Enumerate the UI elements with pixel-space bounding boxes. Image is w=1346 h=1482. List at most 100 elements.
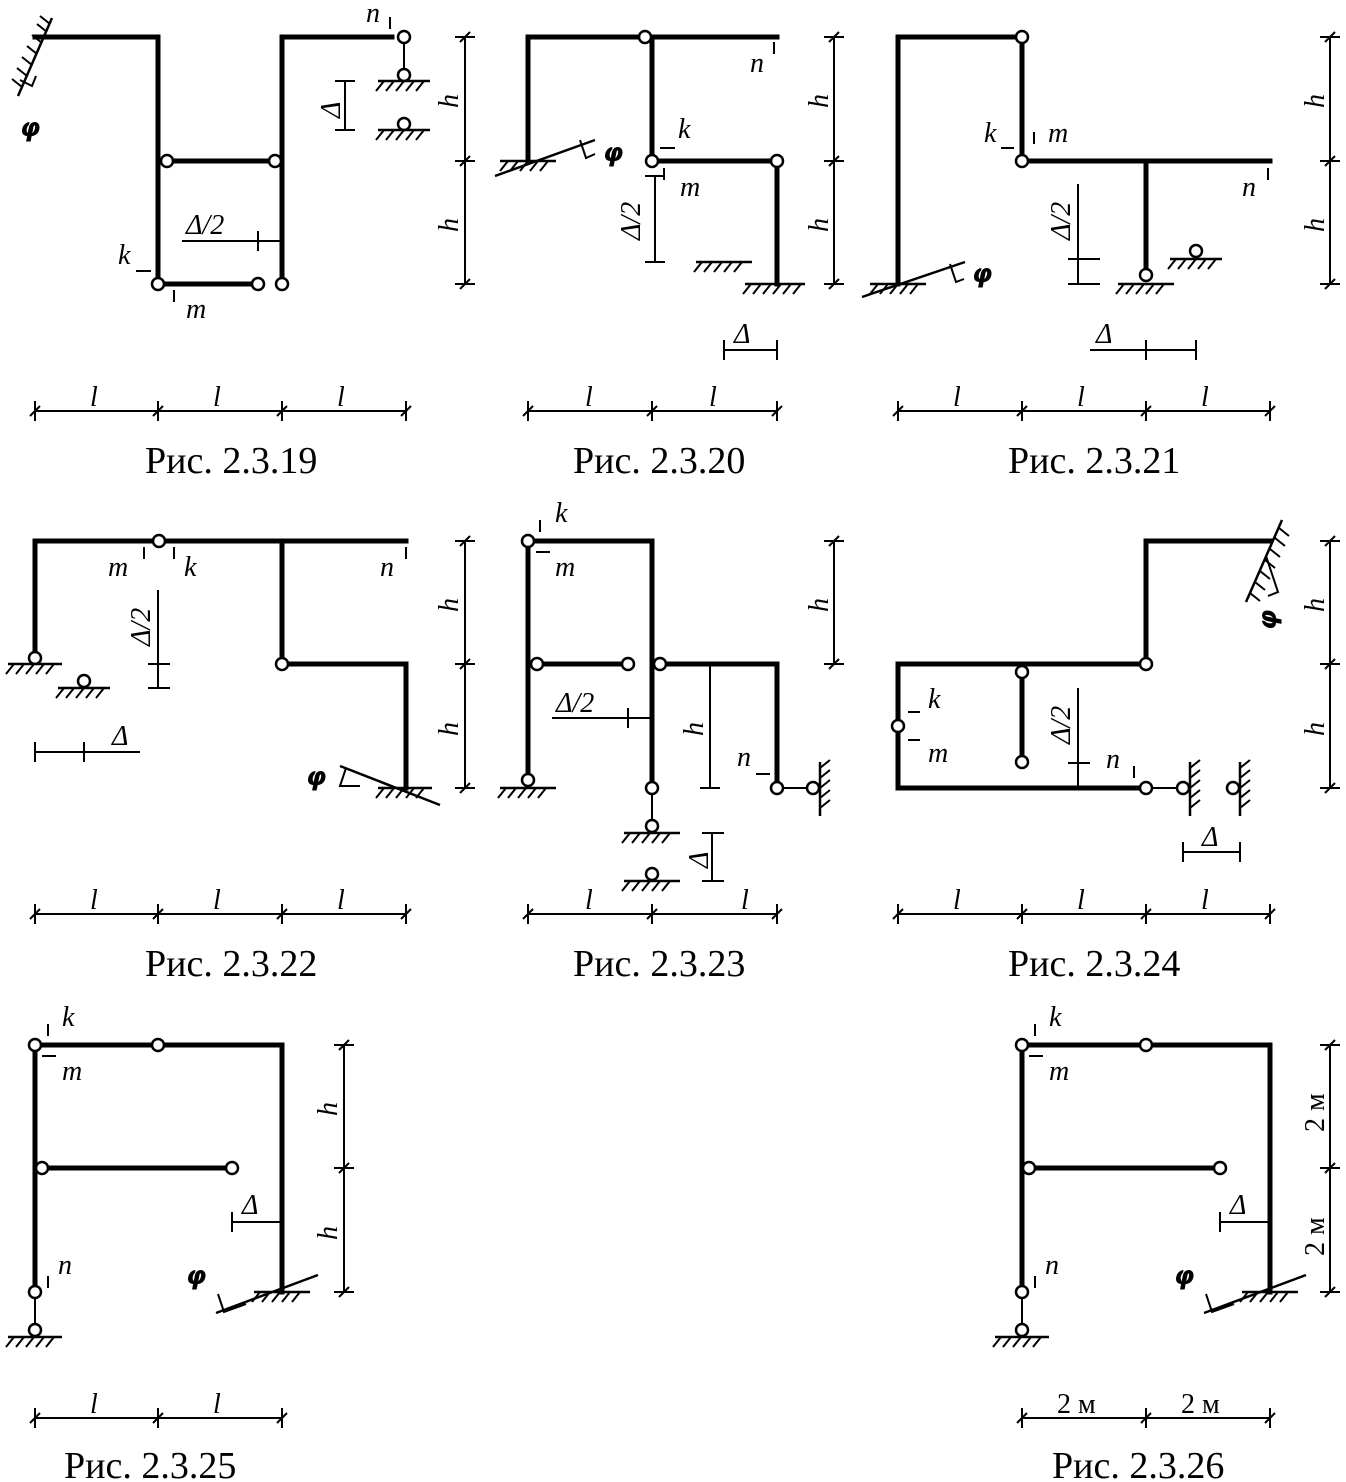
labels: φ l l l h h Δ/2 Δ k m n Рис. 2.3.24: [908, 598, 1331, 985]
width-label: l: [90, 885, 98, 916]
supports: [11, 15, 430, 141]
dimension-lines: [892, 535, 1340, 924]
section-label-n: n: [1106, 744, 1120, 775]
section-label-m: m: [62, 1056, 82, 1087]
rotation-label: φ: [20, 113, 40, 143]
displacement-label: Δ/2: [126, 608, 157, 647]
width-label: l: [1201, 885, 1209, 916]
section-label-k: k: [184, 552, 197, 583]
section-label-m: m: [555, 552, 575, 583]
labels: φ 2 м 2 м 2 м 2 м Δ k m n Рис. 2.3.26: [1029, 1002, 1331, 1482]
width-label: l: [213, 382, 221, 413]
frame-members: [895, 538, 1273, 791]
supports: [992, 1273, 1307, 1348]
figure-caption: Рис. 2.3.20: [573, 440, 745, 482]
section-label-k: k: [928, 684, 941, 715]
width-label: l: [213, 1389, 221, 1420]
hinges: [1014, 29, 1204, 283]
width-label: l: [1077, 885, 1085, 916]
displacement-label: Δ: [1095, 319, 1112, 350]
frame-members: [525, 538, 780, 785]
section-label-m: m: [1049, 1056, 1069, 1087]
width-label: l: [1077, 382, 1085, 413]
section-label-n: n: [1242, 172, 1256, 203]
labels: l l h h Δ/2 Δ k m n Рис. 2.3.23: [536, 498, 835, 985]
hinges: [637, 29, 785, 169]
width-label: l: [741, 885, 749, 916]
labels: φ l l h h Δ/2 Δ k m n Рис. 2.3.20: [573, 42, 835, 482]
height-label: h: [313, 1226, 344, 1240]
figure-2-3-24: φ l l l h h Δ/2 Δ k m n Рис. 2.3.24: [890, 519, 1340, 985]
frame-members: [32, 34, 395, 287]
figure-caption: Рис. 2.3.23: [573, 943, 745, 985]
section-label-m: m: [680, 172, 700, 203]
width-label: l: [585, 885, 593, 916]
height-label: h: [804, 218, 835, 232]
width-label: l: [337, 885, 345, 916]
height-label: h: [1300, 722, 1331, 736]
hinges: [150, 29, 412, 292]
height-label: h: [804, 598, 835, 612]
displacement-label: Δ: [1201, 822, 1218, 853]
width-label: l: [1201, 382, 1209, 413]
section-label-m: m: [1048, 118, 1068, 149]
section-label-k: k: [678, 114, 691, 145]
labels: φ l l h h Δ k m n Рис. 2.3.25: [42, 1002, 344, 1482]
displacement-label: Δ: [241, 1190, 258, 1221]
section-label-n: n: [58, 1250, 72, 1281]
section-label-n: n: [750, 48, 764, 79]
labels: φ l l l h h Δ Δ/2 k m n Рис. 2.3.19: [20, 0, 465, 482]
rotation-label: φ: [603, 138, 623, 168]
height-label: 2 м: [1300, 1217, 1331, 1256]
width-label: l: [90, 1389, 98, 1420]
section-label-m: m: [928, 738, 948, 769]
section-label-k: k: [1049, 1002, 1062, 1033]
width-label: l: [709, 382, 717, 413]
section-label-k: k: [555, 498, 568, 529]
height-label: h: [434, 722, 465, 736]
dimension-lines: [1016, 1039, 1340, 1428]
width-label: l: [90, 382, 98, 413]
section-label-n: n: [1045, 1250, 1059, 1281]
height-label: 2 м: [1300, 1093, 1331, 1132]
figure-caption: Рис. 2.3.24: [1008, 943, 1180, 985]
supports: [861, 257, 1222, 299]
figure-2-3-23: l l h h Δ/2 Δ k m n Рис. 2.3.23: [497, 498, 844, 985]
labels: φ l l l h h Δ/2 Δ k m n Рис. 2.3.21: [953, 94, 1331, 482]
width-label: l: [953, 382, 961, 413]
frame-members: [895, 34, 1273, 287]
dimension-lines: [29, 535, 475, 924]
displacement-label: Δ: [684, 852, 715, 869]
displacement-label: Δ: [733, 319, 750, 350]
supports: [5, 1273, 319, 1348]
figure-2-3-19: φ l l l h h Δ Δ/2 k m n Рис. 2.3.19: [11, 0, 475, 482]
dimension-lines: [522, 31, 844, 421]
width-label: l: [953, 885, 961, 916]
height-label: h: [804, 94, 835, 108]
hinges: [27, 1037, 240, 1338]
rotation-label: φ: [1174, 1261, 1194, 1291]
rotation-label: φ: [306, 762, 326, 792]
hinges: [1014, 1037, 1228, 1338]
dimension-lines: [29, 1039, 354, 1428]
displacement-label: Δ: [1229, 1190, 1246, 1221]
section-label-n: n: [737, 742, 751, 773]
height-label: h: [1300, 94, 1331, 108]
width-label: l: [213, 885, 221, 916]
displacement-label: Δ: [316, 102, 347, 119]
figure-2-3-21: φ l l l h h Δ/2 Δ k m n Рис. 2.3.21: [861, 29, 1340, 482]
height-label: h: [313, 1102, 344, 1116]
dimension-lines: [29, 31, 475, 421]
section-label-n: n: [366, 0, 380, 29]
dimension-lines: [522, 535, 844, 924]
section-label-k: k: [118, 240, 131, 271]
section-label-k: k: [984, 118, 997, 149]
figure-2-3-20: φ l l h h Δ/2 Δ k m n Рис. 2.3.20: [494, 29, 844, 482]
displacement-label: Δ/2: [1046, 706, 1077, 745]
figure-caption: Рис. 2.3.25: [64, 1445, 236, 1482]
height-label: h: [434, 94, 465, 108]
figure-caption: Рис. 2.3.19: [145, 440, 317, 482]
figure-caption: Рис. 2.3.21: [1008, 440, 1180, 482]
height-label: h: [679, 722, 710, 736]
